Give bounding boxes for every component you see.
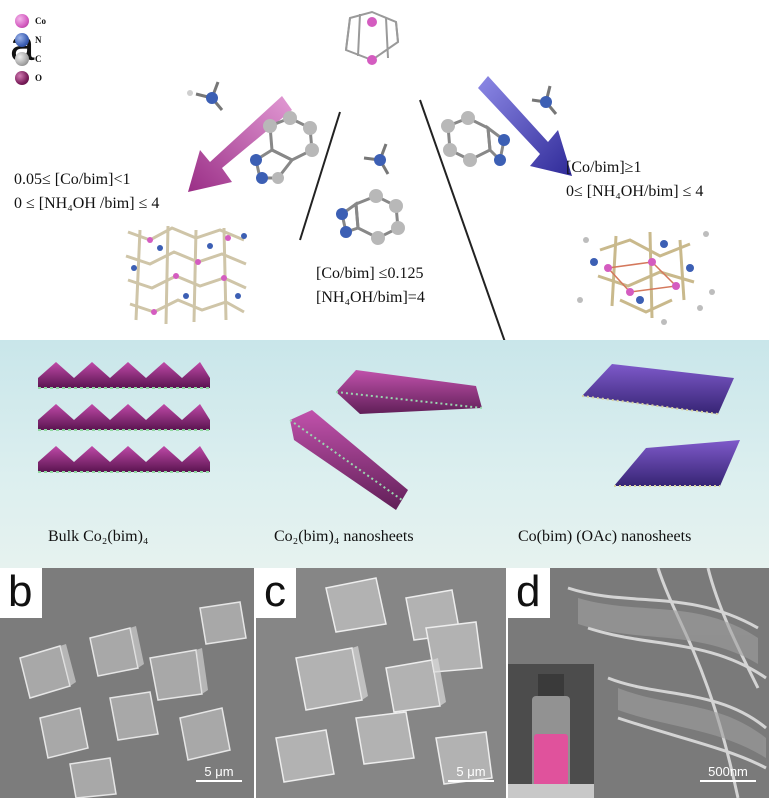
legend-o: O (15, 71, 42, 85)
scale-bar-d-label: 500nm (708, 764, 748, 779)
condition-center-line2: [NH₄OH/bim]=4 (316, 289, 425, 306)
legend-label: C (35, 54, 42, 64)
condition-left-line2: 0 ≤ [NH₄OH /bim] ≤ 4 (14, 195, 160, 212)
legend-label: Co (35, 16, 46, 26)
legend-co: Co (15, 14, 46, 28)
condition-center: [Co/bim] ≤0.125 [NH₄OH/bim]=4 (316, 262, 425, 310)
divider-line-right (419, 99, 506, 340)
legend-label: N (35, 35, 42, 45)
ammonia-molecule-icon (531, 85, 558, 115)
legend-c: C (15, 52, 42, 66)
condition-right: [Co/bim]≥1 0≤ [NH₄OH/bim] ≤ 4 (566, 156, 703, 204)
scale-bar-c-label: 5 μm (456, 764, 486, 779)
bulk-crystal-structure-icon (125, 225, 247, 325)
scale-bar-c: 5 μm (448, 764, 494, 782)
caption-oac-nanosheets: Co(bim) (OAc) nanosheets (518, 528, 692, 545)
ammonia-molecule-icon (363, 143, 390, 175)
scale-bar-b-line (196, 780, 242, 782)
scale-bar-d: 500nm (700, 764, 756, 782)
caption-bulk: Bulk Co₂(bim)₄ (48, 528, 149, 545)
c-atom-icon (15, 52, 29, 66)
condition-right-line2: 0≤ [NH₄OH/bim] ≤ 4 (566, 183, 704, 200)
condition-left: 0.05≤ [Co/bim]<1 0 ≤ [NH₄OH /bim] ≤ 4 (14, 168, 159, 216)
vial-photo-inset (508, 664, 594, 798)
condition-center-line1: [Co/bim] ≤0.125 (316, 265, 424, 282)
condition-right-line1: [Co/bim]≥1 (566, 159, 642, 176)
oac-nanosheet-icon (581, 364, 740, 487)
scale-bar-c-line (448, 780, 494, 782)
scale-bar-d-line (700, 780, 756, 782)
benzimidazole-molecule-icon (336, 189, 405, 245)
o-atom-icon (15, 71, 29, 85)
panel-label-c: c (264, 568, 286, 616)
blue-arrow-icon (478, 76, 572, 176)
nanosheet-pair-icon (289, 370, 483, 510)
n-atom-icon (15, 33, 29, 47)
bulk-layer-stack-icon (38, 362, 210, 473)
legend-label: O (35, 73, 43, 83)
scale-bar-b-label: 5 μm (204, 764, 234, 779)
panel-label-d-box: d (508, 568, 551, 618)
benzimidazole-molecule-icon (250, 111, 319, 184)
benzimidazole-molecule-icon (441, 111, 510, 167)
cobalt-cage-icon (344, 10, 400, 65)
vial-icon (508, 664, 594, 798)
scheme-drawing (125, 10, 715, 340)
panel-label-b: b (8, 568, 33, 616)
sem-image-d: d 500nm (508, 568, 769, 798)
scale-bar-b: 5 μm (196, 764, 242, 782)
molecular-cluster-icon (577, 231, 715, 325)
divider-line-left (299, 111, 341, 241)
magenta-arrow-icon (188, 96, 292, 192)
ammonia-molecule-icon (187, 81, 224, 111)
panel-label-b-box: b (0, 568, 43, 618)
panel-label-c-box: c (256, 568, 296, 618)
condition-left-line1: 0.05≤ [Co/bim]<1 (14, 171, 131, 188)
caption-nanosheets: Co₂(bim)₄ nanosheets (274, 528, 414, 545)
sem-image-b: b 5 μm (0, 568, 254, 798)
structures-drawing (38, 362, 740, 510)
co-atom-icon (15, 14, 29, 28)
sem-cubes-image (256, 568, 506, 798)
legend-n: N (15, 33, 42, 47)
sem-image-c: c 5 μm (256, 568, 506, 798)
panel-label-d: d (516, 568, 541, 616)
